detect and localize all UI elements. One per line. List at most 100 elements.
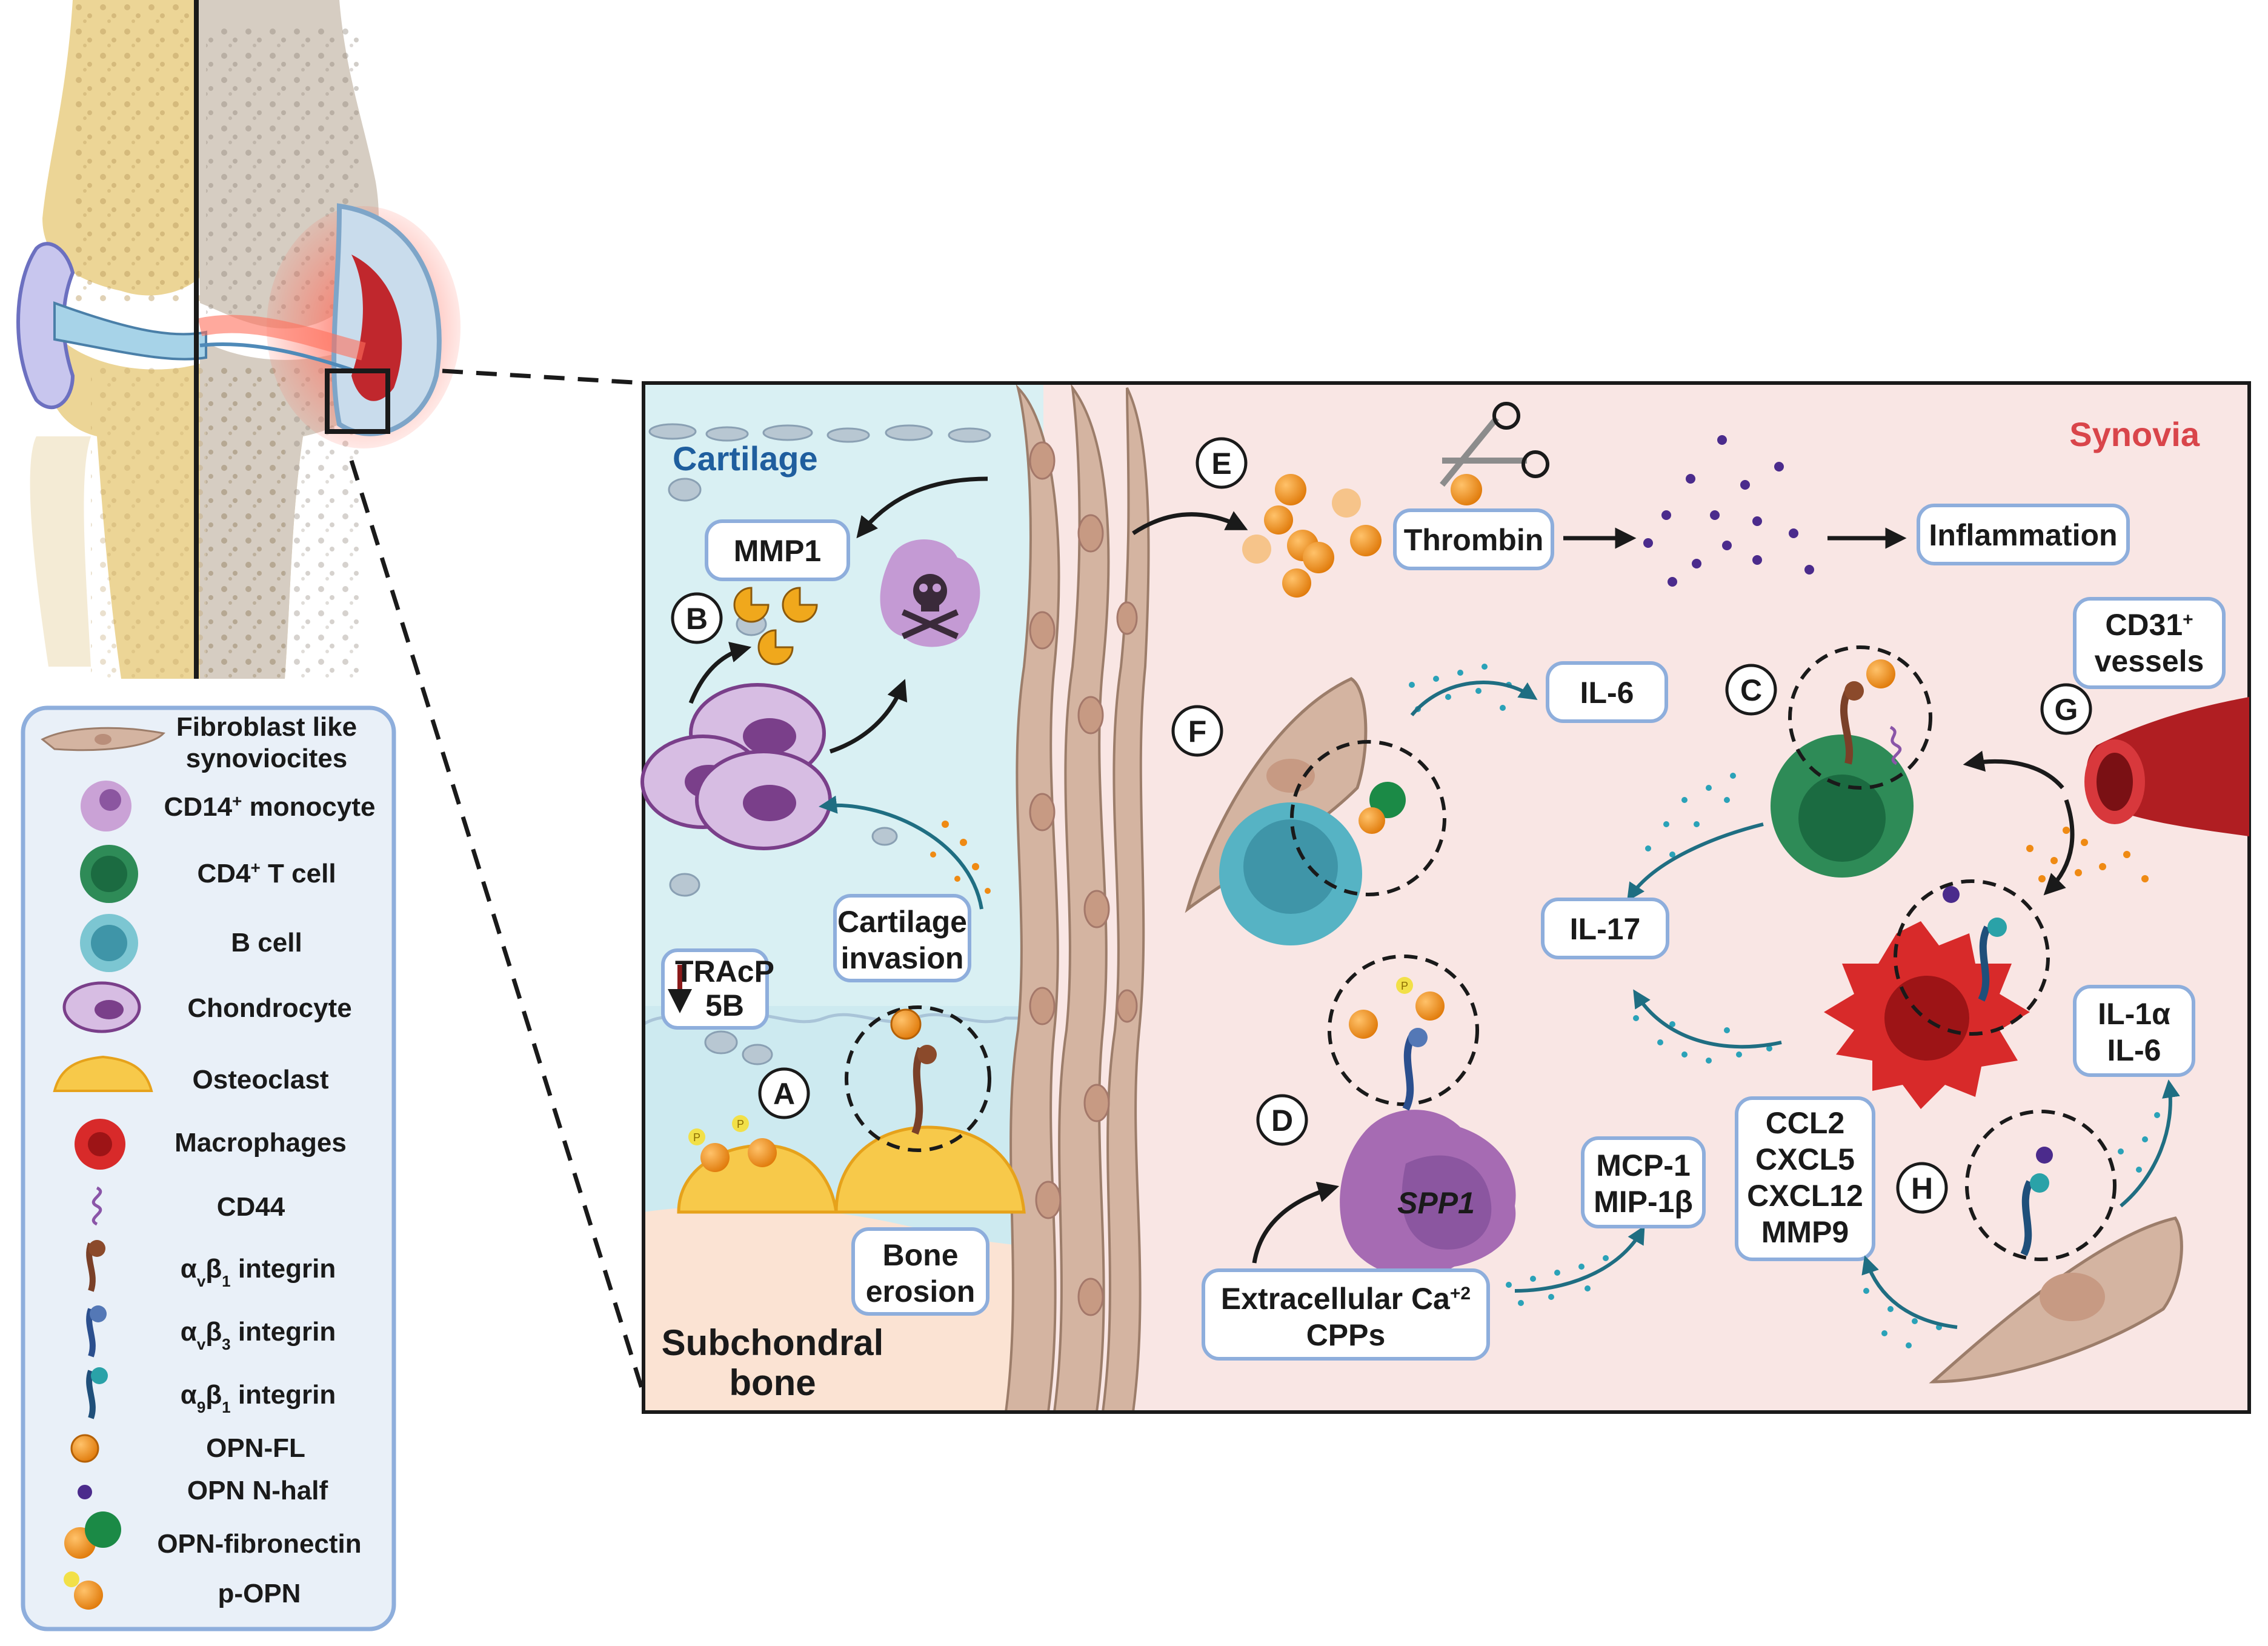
arrow-macrophage-to-il17 xyxy=(1633,989,1782,1049)
zoom-line-bottom xyxy=(349,459,646,1395)
cxcl5-label: CXCL5 xyxy=(1755,1142,1855,1176)
cd31-vessels-box xyxy=(2073,597,2226,689)
b-cell-icon xyxy=(80,914,138,972)
il1a-label: IL-1α xyxy=(2098,997,2170,1031)
arrow-to-opn-cluster xyxy=(1132,511,1248,535)
scissors-icon xyxy=(1440,402,1549,505)
inflammation-box xyxy=(1917,504,2130,565)
ccl2-label: CCL2 xyxy=(1766,1106,1845,1140)
cytokine-dots-f xyxy=(1409,664,1512,712)
monocyte-icon xyxy=(81,781,131,831)
il6-f-label: IL-6 xyxy=(1580,676,1634,710)
il1a-il6-box xyxy=(2073,985,2195,1077)
letter-labels: B A E F C G D H xyxy=(671,437,2092,1214)
arrow-chondro-to-mmp1 xyxy=(688,641,752,704)
zoom-square xyxy=(325,368,390,434)
opn-fl-icon xyxy=(70,1434,99,1463)
arrow-invasion-to-chondro xyxy=(819,795,983,910)
mmp9-label: MMP9 xyxy=(1761,1215,1849,1249)
dashed-circle-c xyxy=(1788,645,1932,790)
subchondral-title-line2: bone xyxy=(729,1362,816,1403)
p-label: P xyxy=(1401,980,1408,992)
il17-label: IL-17 xyxy=(1570,912,1641,946)
extracellular-box xyxy=(1202,1268,1490,1361)
inflammation-label: Inflammation xyxy=(1929,518,2117,552)
chondrocyte-icon xyxy=(62,981,141,1033)
cytokine-dots-macrophage xyxy=(1633,1015,1772,1064)
letter-f: F xyxy=(1188,715,1207,748)
cartilage-invasion-label1: Cartilage xyxy=(837,905,967,939)
opn-n-half-fragments xyxy=(1643,435,1814,587)
synovia-title: Synovia xyxy=(2069,415,2200,453)
macrophage-icon xyxy=(75,1119,125,1170)
letter-c: C xyxy=(1740,673,1762,707)
cd31-vessels-label1: CD31+ xyxy=(2105,608,2193,642)
arrow-vessel-to-c xyxy=(1963,750,2064,790)
il6-f-box xyxy=(1546,661,1668,723)
arrow-h-to-il1a xyxy=(2120,1079,2180,1208)
arrow-c-to-il17 xyxy=(1627,822,1764,902)
a9b1-integrin-icon xyxy=(86,1370,96,1419)
arrow-vessel-to-macrophage xyxy=(2043,799,2075,896)
legend-p-opn: p-OPN xyxy=(218,1579,301,1608)
letter-e-circle xyxy=(1196,437,1248,489)
avb3-integrin-icon xyxy=(86,1308,96,1358)
opn-cluster-e xyxy=(1242,474,1382,598)
letter-f-circle xyxy=(1171,705,1223,757)
opn-n-half-icon xyxy=(78,1485,92,1499)
letter-g-circle xyxy=(2040,683,2092,735)
letter-g: G xyxy=(2055,693,2078,727)
osteoclasts xyxy=(677,1125,1026,1214)
chondrocyte-cluster xyxy=(640,683,832,850)
cartilage-title: Cartilage xyxy=(673,439,818,478)
legend: Fibroblast like synoviocites CD14+ monoc… xyxy=(21,705,396,1631)
mcp1-label2: MIP-1β xyxy=(1594,1185,1693,1219)
knee-illustration xyxy=(16,0,461,679)
legend-avb3-integrin: αvβ3 integrin xyxy=(181,1317,336,1353)
dashed-circle-macrophage xyxy=(1894,879,2050,1036)
macrophage-g xyxy=(1824,921,2030,1109)
letter-a: A xyxy=(773,1077,795,1111)
fibroblast-nucleus-icon xyxy=(95,734,111,745)
spp1-cell-d xyxy=(1340,1110,1516,1278)
il17-box xyxy=(1541,898,1669,959)
bone-erosion-label1: Bone xyxy=(883,1238,959,1272)
legend-osteoclast: Osteoclast xyxy=(193,1065,329,1095)
legend-macrophages: Macrophages xyxy=(175,1128,347,1158)
dashed-circle-d xyxy=(1328,955,1479,1106)
legend-monocyte: CD14+ monocyte xyxy=(164,791,376,822)
spp1-label: SPP1 xyxy=(1397,1186,1475,1220)
cxcl12-label: CXCL12 xyxy=(1747,1179,1863,1213)
subchondral-title-line1: Subchondral xyxy=(662,1322,884,1363)
cytokine-dots-c xyxy=(1645,773,1736,858)
thrombin-label: Thrombin xyxy=(1404,523,1544,557)
blood-vessel-g xyxy=(2084,697,2249,836)
dashed-circle-h xyxy=(1965,1110,2117,1261)
cd44-c xyxy=(1889,725,1902,765)
letter-h: H xyxy=(1911,1171,1933,1205)
arrow-chondro-to-toxic xyxy=(829,679,908,754)
letter-d: D xyxy=(1271,1104,1293,1138)
p-label: P xyxy=(737,1118,744,1130)
chemokines-box xyxy=(1735,1096,1875,1261)
fibroblast-nuclei xyxy=(1029,441,1138,1316)
zoom-line-top xyxy=(442,368,644,385)
opn-dots-cartilage xyxy=(930,821,991,894)
cytokine-dots-d xyxy=(1506,1255,1609,1306)
legend-fibroblast-label: Fibroblast like xyxy=(176,712,357,742)
il6-h-label: IL-6 xyxy=(2107,1033,2161,1067)
arrow-extracellular-to-d xyxy=(1252,1181,1340,1264)
legend-opn-n-half: OPN N-half xyxy=(187,1476,328,1505)
legend-fibroblast-label2: synoviocites xyxy=(186,744,348,773)
letter-e: E xyxy=(1211,447,1231,481)
legend-cd44: CD44 xyxy=(217,1192,285,1222)
bone-erosion-label2: erosion xyxy=(866,1274,976,1308)
p-opn-a: P P xyxy=(688,1115,777,1172)
opn-fl-a xyxy=(890,1008,922,1040)
letter-h-circle xyxy=(1896,1162,1948,1214)
legend-opn-fl: OPN-FL xyxy=(206,1433,305,1463)
tracp-label1: TRAcP xyxy=(675,955,774,988)
thrombin-box xyxy=(1393,508,1554,570)
cd31-vessels-label2: vessels xyxy=(2095,644,2204,678)
